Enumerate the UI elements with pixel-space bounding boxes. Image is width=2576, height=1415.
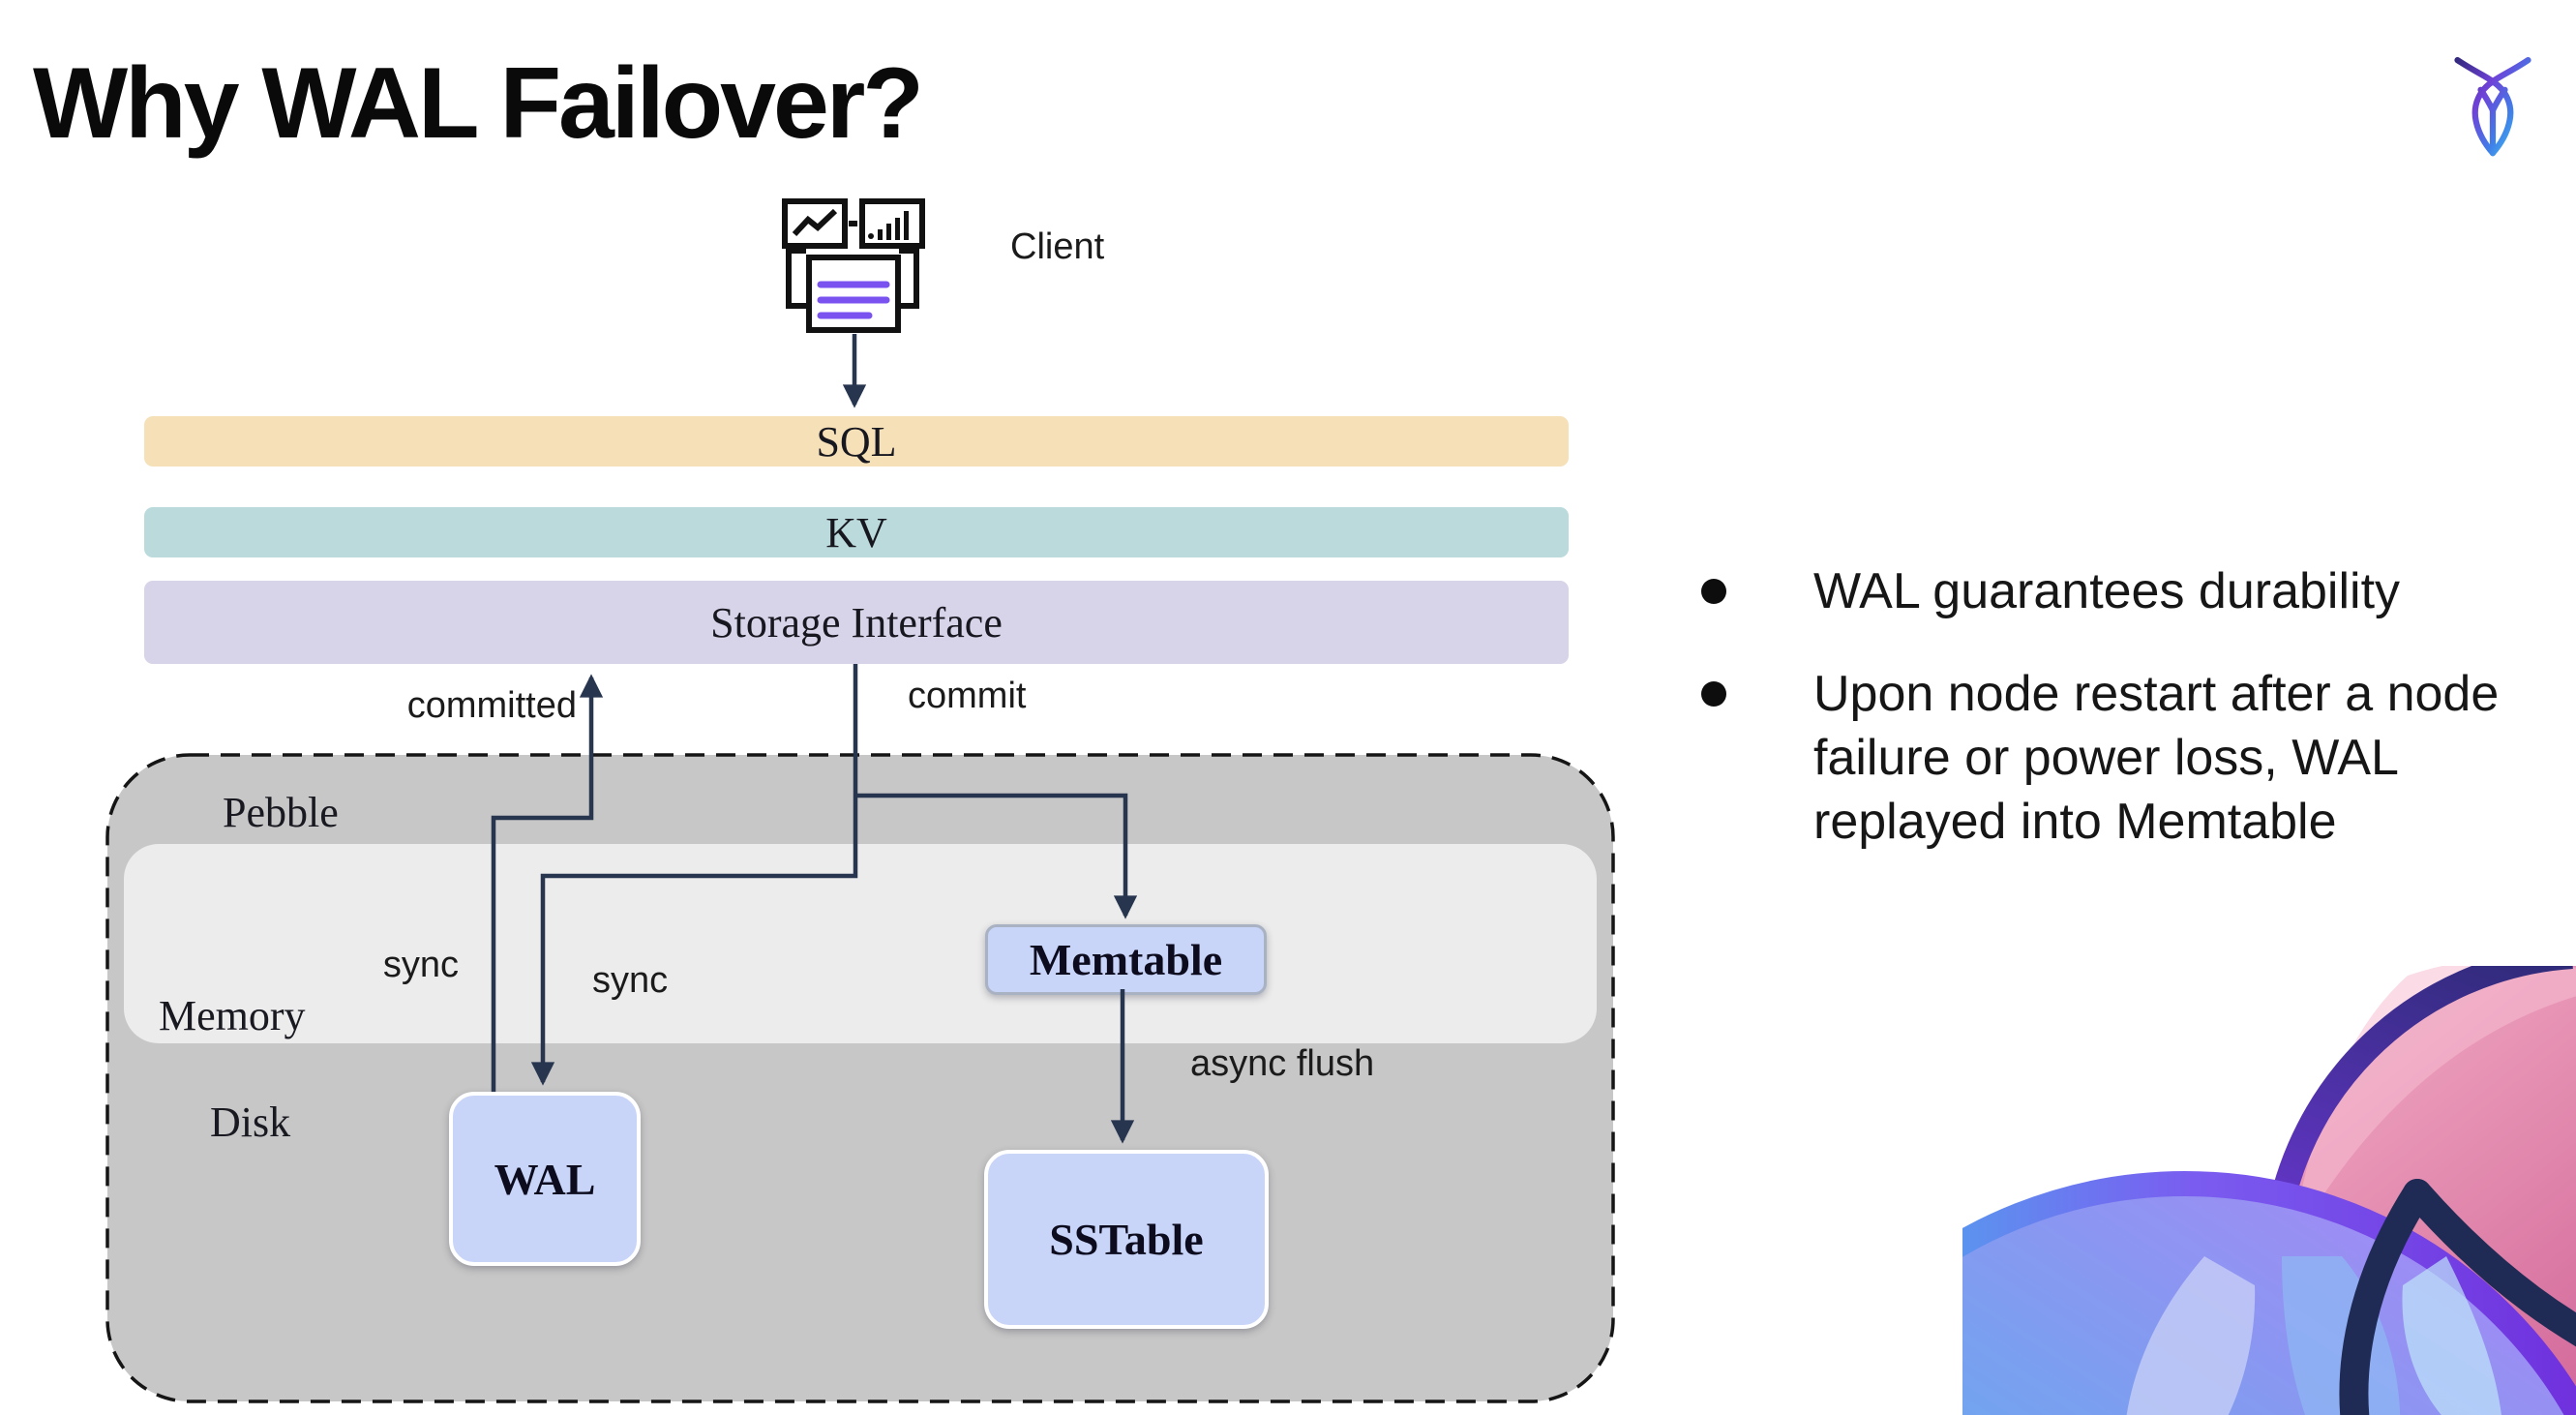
bullet-icon bbox=[1701, 681, 1726, 707]
page-title: Why WAL Failover? bbox=[33, 47, 924, 160]
client-icon bbox=[782, 198, 925, 333]
pebble-region bbox=[105, 753, 1615, 1403]
disk-label: Disk bbox=[210, 1099, 291, 1146]
arrow-commit-to-memtable bbox=[855, 793, 1138, 919]
commit-label: commit bbox=[908, 676, 1027, 716]
blue-rim bbox=[1962, 1171, 2576, 1415]
sync-right-label: sync bbox=[592, 960, 669, 1001]
bracket-left-icon bbox=[786, 248, 806, 309]
arrow-commit-sync-to-wal bbox=[530, 664, 858, 1086]
layer-bar-storage-interface: Storage Interface bbox=[144, 581, 1569, 664]
layer-bar-sql: SQL bbox=[144, 416, 1569, 467]
decorative-sphere-graphic bbox=[1962, 966, 2576, 1415]
leaf-highlight bbox=[2126, 1256, 2256, 1415]
pebble-label: Pebble bbox=[223, 789, 339, 836]
memtable-node: Memtable bbox=[985, 924, 1267, 995]
bullet-icon bbox=[1701, 579, 1726, 604]
chart-bars-icon bbox=[859, 198, 925, 249]
bar-chart-glyphs bbox=[868, 211, 909, 240]
wal-node: WAL bbox=[449, 1092, 641, 1266]
document-icon bbox=[806, 255, 901, 333]
arrow-wal-committed bbox=[491, 674, 604, 1092]
list-item: WAL guarantees durability bbox=[1701, 559, 2543, 623]
cockroachdb-logo-icon bbox=[2454, 57, 2531, 157]
bullet-text: Upon node restart after a node failure o… bbox=[1813, 666, 2500, 850]
client-label: Client bbox=[1010, 226, 1105, 267]
memory-label: Memory bbox=[159, 992, 306, 1039]
sync-left-label: sync bbox=[382, 945, 459, 985]
bracket-right-icon bbox=[899, 248, 919, 309]
list-item: Upon node restart after a node failure o… bbox=[1701, 662, 2543, 854]
memory-region bbox=[124, 844, 1597, 1043]
layer-bar-kv: KV bbox=[144, 507, 1569, 557]
logo-strokes bbox=[2454, 57, 2531, 157]
async-flush-label: async flush bbox=[1190, 1043, 1375, 1084]
bullet-text: WAL guarantees durability bbox=[1813, 563, 2401, 619]
sstable-node: SSTable bbox=[984, 1150, 1269, 1329]
document-text-lines bbox=[817, 281, 890, 319]
leaf-highlight bbox=[2282, 1256, 2401, 1415]
bullet-list: WAL guarantees durability Upon node rest… bbox=[1701, 559, 2543, 892]
roach-glyph-strokes bbox=[2339, 1179, 2576, 1415]
committed-label: committed bbox=[406, 685, 577, 726]
leaf-highlight bbox=[2402, 1256, 2501, 1415]
chart-line-icon bbox=[782, 198, 848, 249]
